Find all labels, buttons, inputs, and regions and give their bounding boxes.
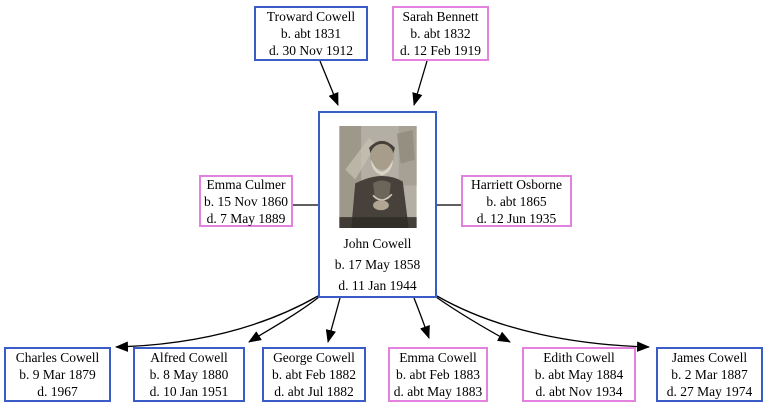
edge-sarah-to-john <box>412 60 428 106</box>
person-box-george-cowell[interactable]: George Cowell b. abt Feb 1882 d. abt Jul… <box>262 347 366 402</box>
edge-john-to-george <box>325 297 341 344</box>
person-birth: b. 9 Mar 1879 <box>19 367 96 382</box>
person-name: Emma Cowell <box>399 350 477 365</box>
edge-john-to-james <box>436 295 651 352</box>
person-box-emma-culmer[interactable]: Emma Culmer b. 15 Nov 1860 d. 7 May 1889 <box>199 175 293 227</box>
person-birth: b. 8 May 1880 <box>149 367 229 382</box>
edge-troward-to-john <box>319 60 339 106</box>
person-death: d. abt May 1883 <box>393 384 483 399</box>
edge-john-to-alfred <box>248 296 320 343</box>
person-name: Charles Cowell <box>15 350 100 365</box>
person-birth: b. abt 1832 <box>410 26 471 41</box>
person-death: d. 7 May 1889 <box>206 210 286 226</box>
person-death: d. 30 Nov 1912 <box>269 43 353 58</box>
person-death: d. 12 Feb 1919 <box>400 43 481 58</box>
person-death: d. 11 Jan 1944 <box>338 278 417 293</box>
person-box-harriett-osborne[interactable]: Harriett Osborne b. abt 1865 d. 12 Jun 1… <box>461 175 572 227</box>
person-birth: b. abt 1831 <box>280 26 342 41</box>
person-name: Troward Cowell <box>266 9 356 24</box>
person-box-edith-cowell[interactable]: Edith Cowell b. abt May 1884 d. abt Nov … <box>522 347 636 402</box>
edge-john-to-edith <box>435 296 511 343</box>
person-name: James Cowell <box>671 350 748 365</box>
edge-john-to-charles <box>114 295 319 352</box>
person-box-john-cowell[interactable]: John Cowell b. 17 May 1858 d. 11 Jan 194… <box>318 111 437 298</box>
person-name: Sarah Bennett <box>402 9 479 24</box>
person-death: d. abt Nov 1934 <box>535 384 623 399</box>
person-birth: b. 17 May 1858 <box>334 257 421 272</box>
person-birth: b. 15 Nov 1860 <box>204 193 288 209</box>
person-birth: b. abt Feb 1883 <box>396 367 480 382</box>
person-box-alfred-cowell[interactable]: Alfred Cowell b. 8 May 1880 d. 10 Jan 19… <box>133 347 245 402</box>
person-birth: b. abt Feb 1882 <box>272 367 356 382</box>
person-death: d. 10 Jan 1951 <box>149 384 229 399</box>
person-name: Edith Cowell <box>543 350 615 365</box>
person-name: John Cowell <box>343 236 412 251</box>
person-box-troward-cowell[interactable]: Troward Cowell b. abt 1831 d. 30 Nov 191… <box>254 6 368 61</box>
person-name: Alfred Cowell <box>150 350 228 365</box>
person-name: Emma Culmer <box>206 176 286 192</box>
person-box-sarah-bennett[interactable]: Sarah Bennett b. abt 1832 d. 12 Feb 1919 <box>392 6 489 61</box>
person-box-emma-cowell[interactable]: Emma Cowell b. abt Feb 1883 d. abt May 1… <box>388 347 488 402</box>
edge-john-to-emma <box>413 297 430 339</box>
person-birth: b. abt May 1884 <box>534 367 624 382</box>
john-cowell-photo <box>338 126 417 228</box>
person-birth: b. abt 1865 <box>486 193 547 209</box>
person-name: George Cowell <box>273 350 355 365</box>
person-death: d. 12 Jun 1935 <box>476 210 557 226</box>
person-name: Harriett Osborne <box>470 176 563 192</box>
person-box-charles-cowell[interactable]: Charles Cowell b. 9 Mar 1879 d. 1967 <box>4 347 111 402</box>
person-death: d. 1967 <box>37 384 78 399</box>
person-box-james-cowell[interactable]: James Cowell b. 2 Mar 1887 d. 27 May 197… <box>656 347 763 402</box>
person-death: d. abt Jul 1882 <box>274 384 354 399</box>
person-birth: b. 2 Mar 1887 <box>671 367 748 382</box>
person-death: d. 27 May 1974 <box>666 384 753 399</box>
